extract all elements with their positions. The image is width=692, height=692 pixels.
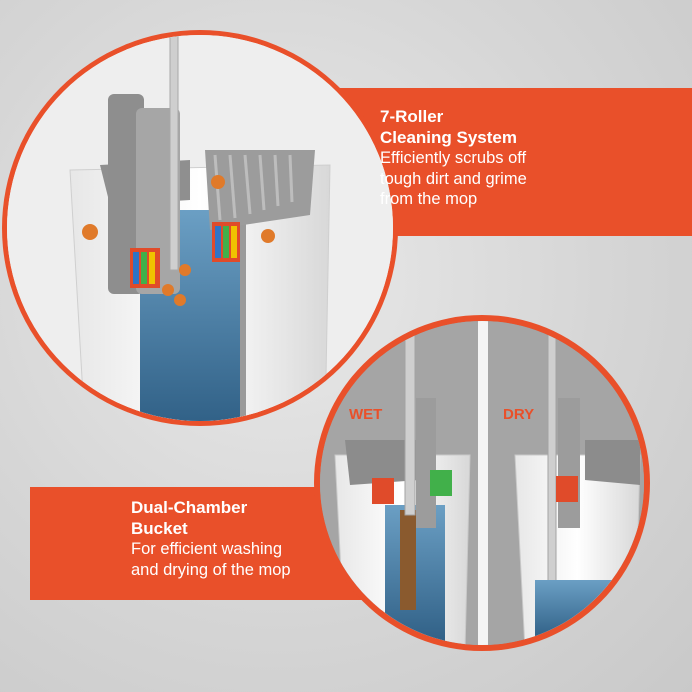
feature-top-title-2: Cleaning System	[380, 127, 517, 147]
feature-bottom-title-1: Dual-Chamber	[131, 498, 248, 517]
feature-bottom-body-2: and drying of the mop	[131, 560, 291, 579]
feature-top-body-3: from the mop	[380, 189, 478, 208]
wet-chamber-label: WET	[349, 406, 383, 423]
bottom-circle-chambers	[314, 315, 650, 651]
feature-bottom-title-2: Bucket	[131, 518, 188, 538]
top-banner-shape	[300, 88, 692, 236]
top-circle-closeup	[2, 30, 398, 426]
dry-chamber-label: DRY	[503, 406, 535, 423]
feature-top-text: 7-Roller Cleaning System Efficiently scr…	[380, 107, 620, 209]
feature-bottom-text: Dual-Chamber Bucket For efficient washin…	[131, 498, 361, 580]
feature-top-title-1: 7-Roller	[380, 107, 444, 126]
feature-top-body-1: Efficiently scrubs off	[380, 149, 527, 168]
feature-bottom-body-1: For efficient washing	[131, 540, 283, 559]
feature-top-body-2: tough dirt and grime	[380, 169, 527, 188]
